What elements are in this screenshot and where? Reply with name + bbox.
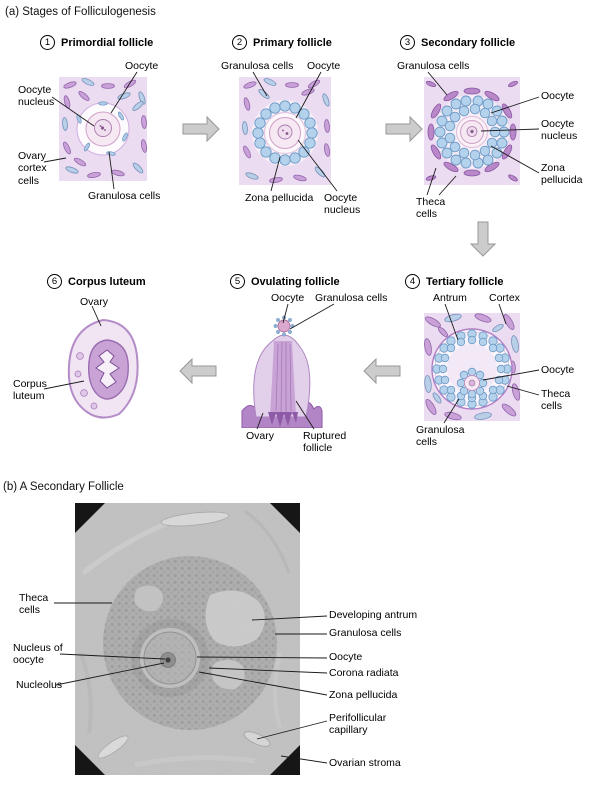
label-s3-oocyte: Oocyte <box>541 90 575 102</box>
stage-4-title: Tertiary follicle <box>426 275 504 288</box>
label-s4-theca-cells: Theca cells <box>541 388 571 413</box>
stage-6-title: Corpus luteum <box>68 275 146 288</box>
label-s5-granulosa-cells: Granulosa cells <box>315 292 388 304</box>
flow-arrow-5-6 <box>179 357 217 385</box>
stage-4-number: 4 <box>405 274 420 289</box>
label-s4-cortex: Cortex <box>489 292 520 304</box>
label-s4-antrum: Antrum <box>433 292 467 304</box>
stage-5-title: Ovulating follicle <box>251 275 340 288</box>
label-s3-theca-cells: Theca cells <box>416 196 446 221</box>
label-s6-corpus-luteum: Corpus luteum <box>13 378 47 403</box>
label-b-theca-cells: Theca cells <box>19 592 49 617</box>
stage-6-number: 6 <box>47 274 62 289</box>
label-s2-granulosa-cells: Granulosa cells <box>221 60 294 72</box>
label-b-oocyte: Oocyte <box>329 651 363 663</box>
label-s1-ovary-cortex-cells: Ovary cortex cells <box>18 150 47 187</box>
stage-4-tertiary-follicle-illustration <box>424 313 521 421</box>
stage-2-header: 2 Primary follicle <box>232 35 332 50</box>
label-s2-zona-pellucida: Zona pellucida <box>245 192 314 204</box>
label-s1-oocyte-nucleus: Oocyte nucleus <box>18 84 55 109</box>
label-b-perifollicular-capillary: Perifollicular capillary <box>329 712 387 737</box>
stage-3-secondary-follicle-illustration <box>424 77 520 185</box>
stage-2-primary-follicle-illustration <box>239 77 331 185</box>
label-b-zona-pellucida: Zona pellucida <box>329 689 398 701</box>
label-b-ovarian-stroma: Ovarian stroma <box>329 757 401 769</box>
label-s2-oocyte: Oocyte <box>307 60 341 72</box>
stage-3-header: 3 Secondary follicle <box>400 35 515 50</box>
stage-5-ovulating-follicle-illustration <box>241 315 323 428</box>
flow-arrow-1-2 <box>182 115 220 143</box>
stage-2-title: Primary follicle <box>253 36 332 49</box>
label-s3-granulosa-cells: Granulosa cells <box>397 60 470 72</box>
stage-5-header: 5 Ovulating follicle <box>230 274 340 289</box>
label-s3-oocyte-nucleus: Oocyte nucleus <box>541 118 578 143</box>
stage-6-header: 6 Corpus luteum <box>47 274 146 289</box>
stage-6-corpus-luteum-illustration <box>67 318 139 419</box>
flow-arrow-4-5 <box>363 357 401 385</box>
stage-2-number: 2 <box>232 35 247 50</box>
stage-1-number: 1 <box>40 35 55 50</box>
label-s4-oocyte: Oocyte <box>541 364 575 376</box>
secondary-follicle-micrograph <box>75 503 300 775</box>
label-s5-ruptured-follicle: Ruptured follicle <box>303 430 347 455</box>
label-s2-oocyte-nucleus: Oocyte nucleus <box>324 192 361 217</box>
section-a-heading: (a) Stages of Folliculogenesis <box>5 6 156 18</box>
stage-3-number: 3 <box>400 35 415 50</box>
stage-1-primordial-follicle-illustration <box>59 77 148 181</box>
label-s1-oocyte: Oocyte <box>125 60 159 72</box>
stage-1-title: Primordial follicle <box>61 36 154 49</box>
stage-4-header: 4 Tertiary follicle <box>405 274 503 289</box>
label-b-nucleus-of-oocyte: Nucleus of oocyte <box>13 642 63 667</box>
label-s5-ovary: Ovary <box>246 430 275 442</box>
label-b-granulosa-cells: Granulosa cells <box>329 627 402 639</box>
flow-arrow-3-4 <box>469 221 497 257</box>
stage-3-title: Secondary follicle <box>421 36 516 49</box>
stage-1-header: 1 Primordial follicle <box>40 35 153 50</box>
label-s6-ovary: Ovary <box>80 296 109 308</box>
label-s3-zona-pellucida: Zona pellucida <box>541 162 583 187</box>
label-b-developing-antrum: Developing antrum <box>329 609 418 621</box>
label-b-nucleolus: Nucleolus <box>16 679 63 691</box>
stage-5-number: 5 <box>230 274 245 289</box>
label-b-corona-radiata: Corona radiata <box>329 667 399 679</box>
section-b-heading: (b) A Secondary Follicle <box>3 481 124 493</box>
flow-arrow-2-3 <box>385 115 423 143</box>
label-s4-granulosa-cells: Granulosa cells <box>416 424 465 449</box>
label-s5-oocyte: Oocyte <box>271 292 305 304</box>
label-s1-granulosa-cells: Granulosa cells <box>88 190 161 202</box>
